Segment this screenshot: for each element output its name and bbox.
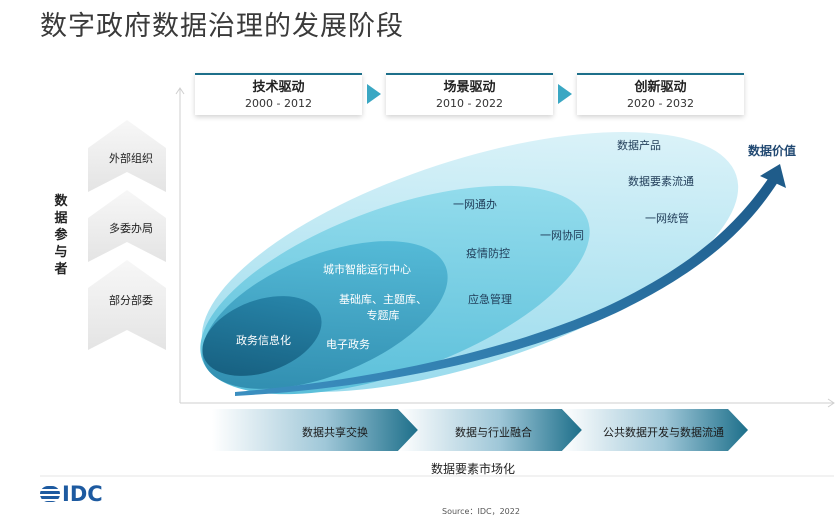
participant-some-ministries: 部分部委 (109, 294, 153, 307)
label-base-library-line2: 专题库 (366, 309, 400, 322)
value-arrow-head-icon (760, 164, 786, 188)
source-note: Source：IDC，2022 (442, 507, 520, 516)
participant-external-org: 外部组织 (109, 152, 153, 165)
y-axis-char: 者 (54, 262, 68, 277)
page-title: 数字政府数据治理的发展阶段 (40, 11, 404, 42)
y-axis-char: 参 (54, 228, 68, 243)
market-step-circulation: 公共数据开发与数据流通 (603, 426, 724, 439)
core-ellipse (202, 296, 322, 376)
value-arrow (235, 176, 778, 396)
market-arrow (398, 409, 582, 451)
stage-years: 2010 - 2022 (436, 97, 503, 110)
stage-name: 场景驱动 (443, 80, 496, 95)
label-data-element-circulation: 数据要素流通 (628, 175, 694, 188)
stage-name: 创新驱动 (634, 80, 687, 95)
label-city-ops-center: 城市智能运行中心 (323, 263, 411, 276)
participant-chevron (88, 190, 166, 262)
label-emergency-mgmt: 应急管理 (468, 293, 512, 306)
stage-innovation-driven: 创新驱动 2020 - 2032 (577, 73, 744, 115)
participant-chevron (88, 120, 166, 192)
label-base-library: 基础库、主题库、 专题库 (335, 291, 431, 323)
y-axis-char: 据 (54, 211, 68, 226)
idc-logo: IDC (40, 482, 103, 506)
market-step-industry: 数据与行业融合 (455, 426, 532, 439)
idc-logo-text: IDC (62, 482, 103, 506)
value-label: 数据价值 (748, 144, 797, 158)
participant-multi-bureau: 多委办局 (109, 222, 153, 235)
label-one-network-collab: 一网协同 (540, 229, 584, 242)
y-axis-arrow-icon (175, 87, 185, 95)
y-axis-char: 数 (54, 194, 68, 209)
x-axis-label: 数据要素市场化 (431, 462, 516, 476)
stage-years: 2020 - 2032 (627, 97, 694, 110)
stage-name: 技术驱动 (252, 80, 305, 95)
label-data-products: 数据产品 (617, 139, 661, 152)
y-axis-label: 数 据 参 与 者 (52, 193, 70, 278)
stage-years: 2000 - 2012 (245, 97, 312, 110)
label-one-network-mgmt: 一网统管 (645, 212, 689, 225)
market-arrow (562, 409, 748, 451)
stage-arrow-icon (367, 84, 381, 104)
market-arrow (212, 409, 418, 451)
stage-scenario-driven: 场景驱动 2010 - 2022 (386, 73, 553, 115)
x-axis-arrow-icon (827, 398, 835, 408)
label-base-library-line1: 基础库、主题库、 (339, 293, 427, 306)
label-epidemic-control: 疫情防控 (466, 247, 510, 260)
participant-chevron (88, 260, 166, 350)
idc-logo-mark-icon (40, 486, 60, 502)
label-one-network-service: 一网通办 (453, 198, 497, 211)
label-e-government: 电子政务 (326, 338, 370, 351)
y-axis-char: 与 (54, 245, 68, 260)
stage-arrow-icon (558, 84, 572, 104)
label-egov-informatization: 政务信息化 (236, 334, 291, 347)
market-step-sharing: 数据共享交换 (302, 426, 368, 439)
stage-tech-driven: 技术驱动 2000 - 2012 (195, 73, 362, 115)
